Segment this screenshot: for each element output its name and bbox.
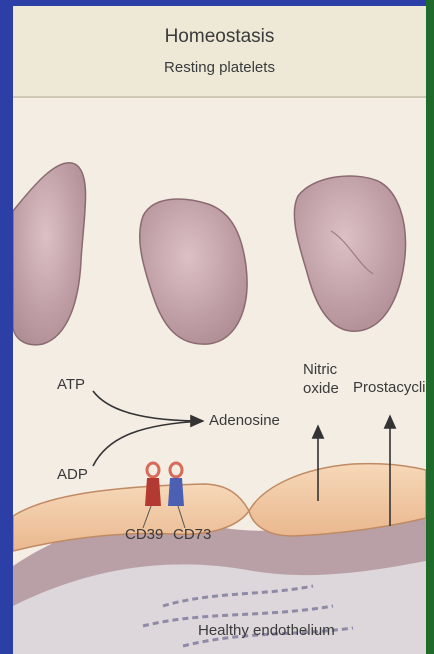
right-border [426, 0, 434, 654]
cd39-label: CD39 [125, 526, 163, 543]
cd39-receptor-head [147, 463, 159, 477]
platelet-left [13, 163, 86, 345]
atp-label: ATP [57, 376, 85, 393]
nitric-oxide-label-line1: Nitric [303, 361, 337, 378]
diagram-svg [13, 6, 426, 654]
cd73-receptor-head [170, 463, 182, 477]
prostacyclin-label: Prostacyclin [353, 379, 426, 396]
healthy-endothelium-label: Healthy endothelium [198, 622, 335, 639]
left-border [0, 0, 13, 654]
diagram-panel: Homeostasis Resting platelets [13, 6, 426, 654]
cd39-receptor-body [145, 478, 161, 506]
atp-arrow [93, 391, 203, 421]
nitric-oxide-label-line2: oxide [303, 380, 339, 397]
platelet-right [294, 176, 405, 331]
cd73-label: CD73 [173, 526, 211, 543]
cd73-receptor-body [168, 478, 184, 506]
adenosine-label: Adenosine [209, 412, 280, 429]
platelet-middle [140, 199, 247, 344]
adp-arrow [93, 421, 203, 466]
adp-label: ADP [57, 466, 88, 483]
